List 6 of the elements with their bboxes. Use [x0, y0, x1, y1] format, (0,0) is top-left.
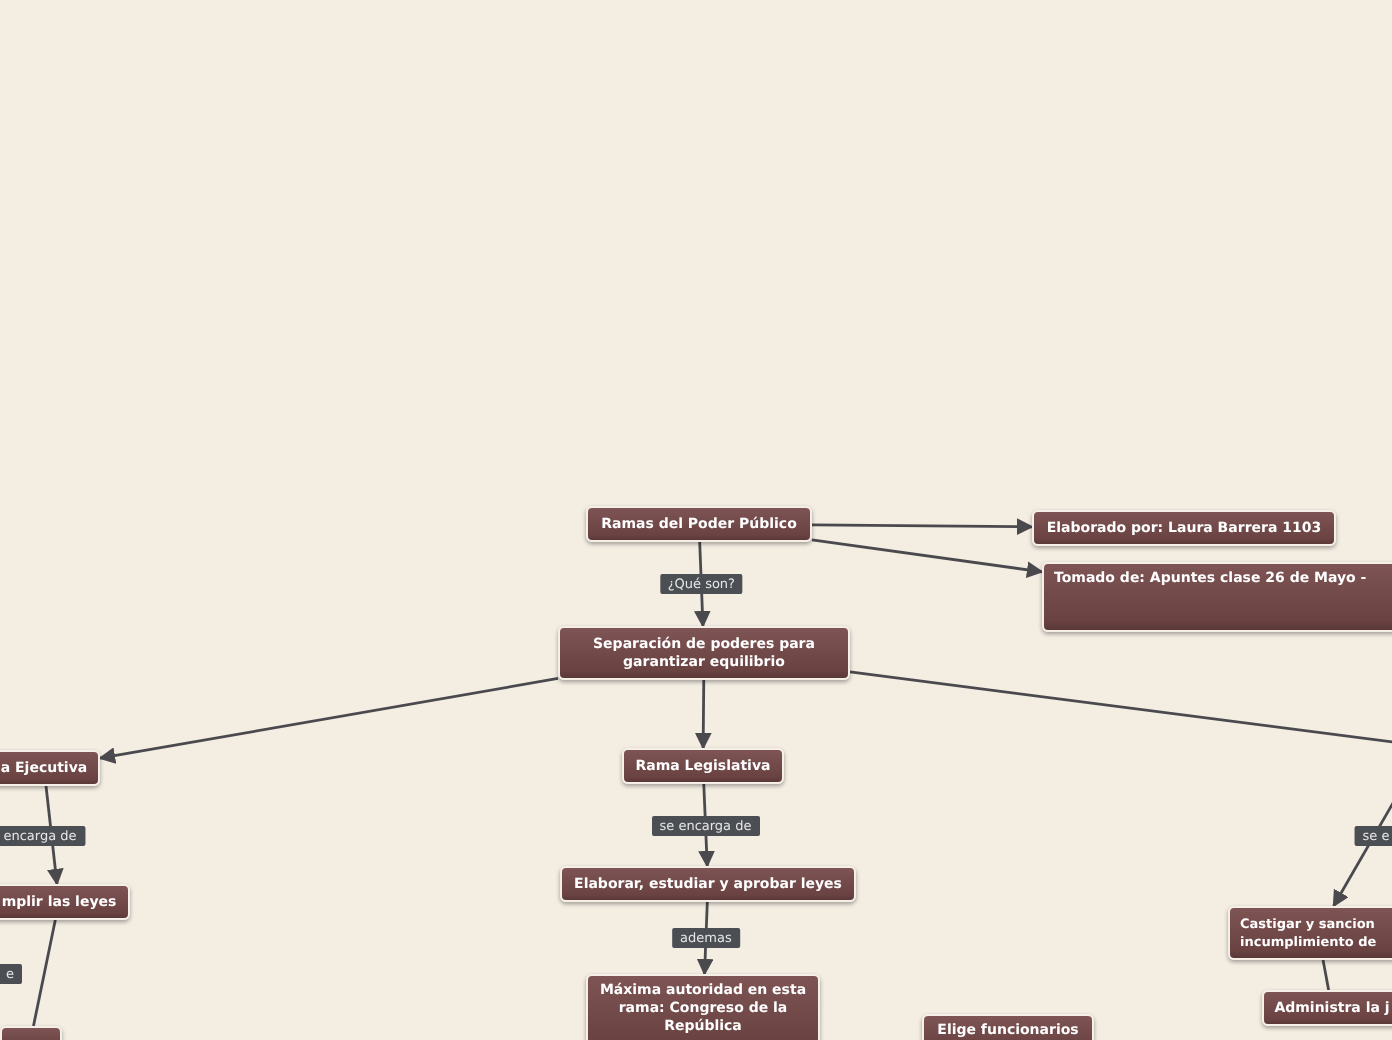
- arrow: [98, 677, 559, 764]
- connector-line: [1321, 959, 1330, 991]
- arrow: [812, 518, 1034, 535]
- connector-line: [849, 670, 1392, 746]
- arrow: [694, 680, 712, 750]
- arrow: [811, 538, 1044, 579]
